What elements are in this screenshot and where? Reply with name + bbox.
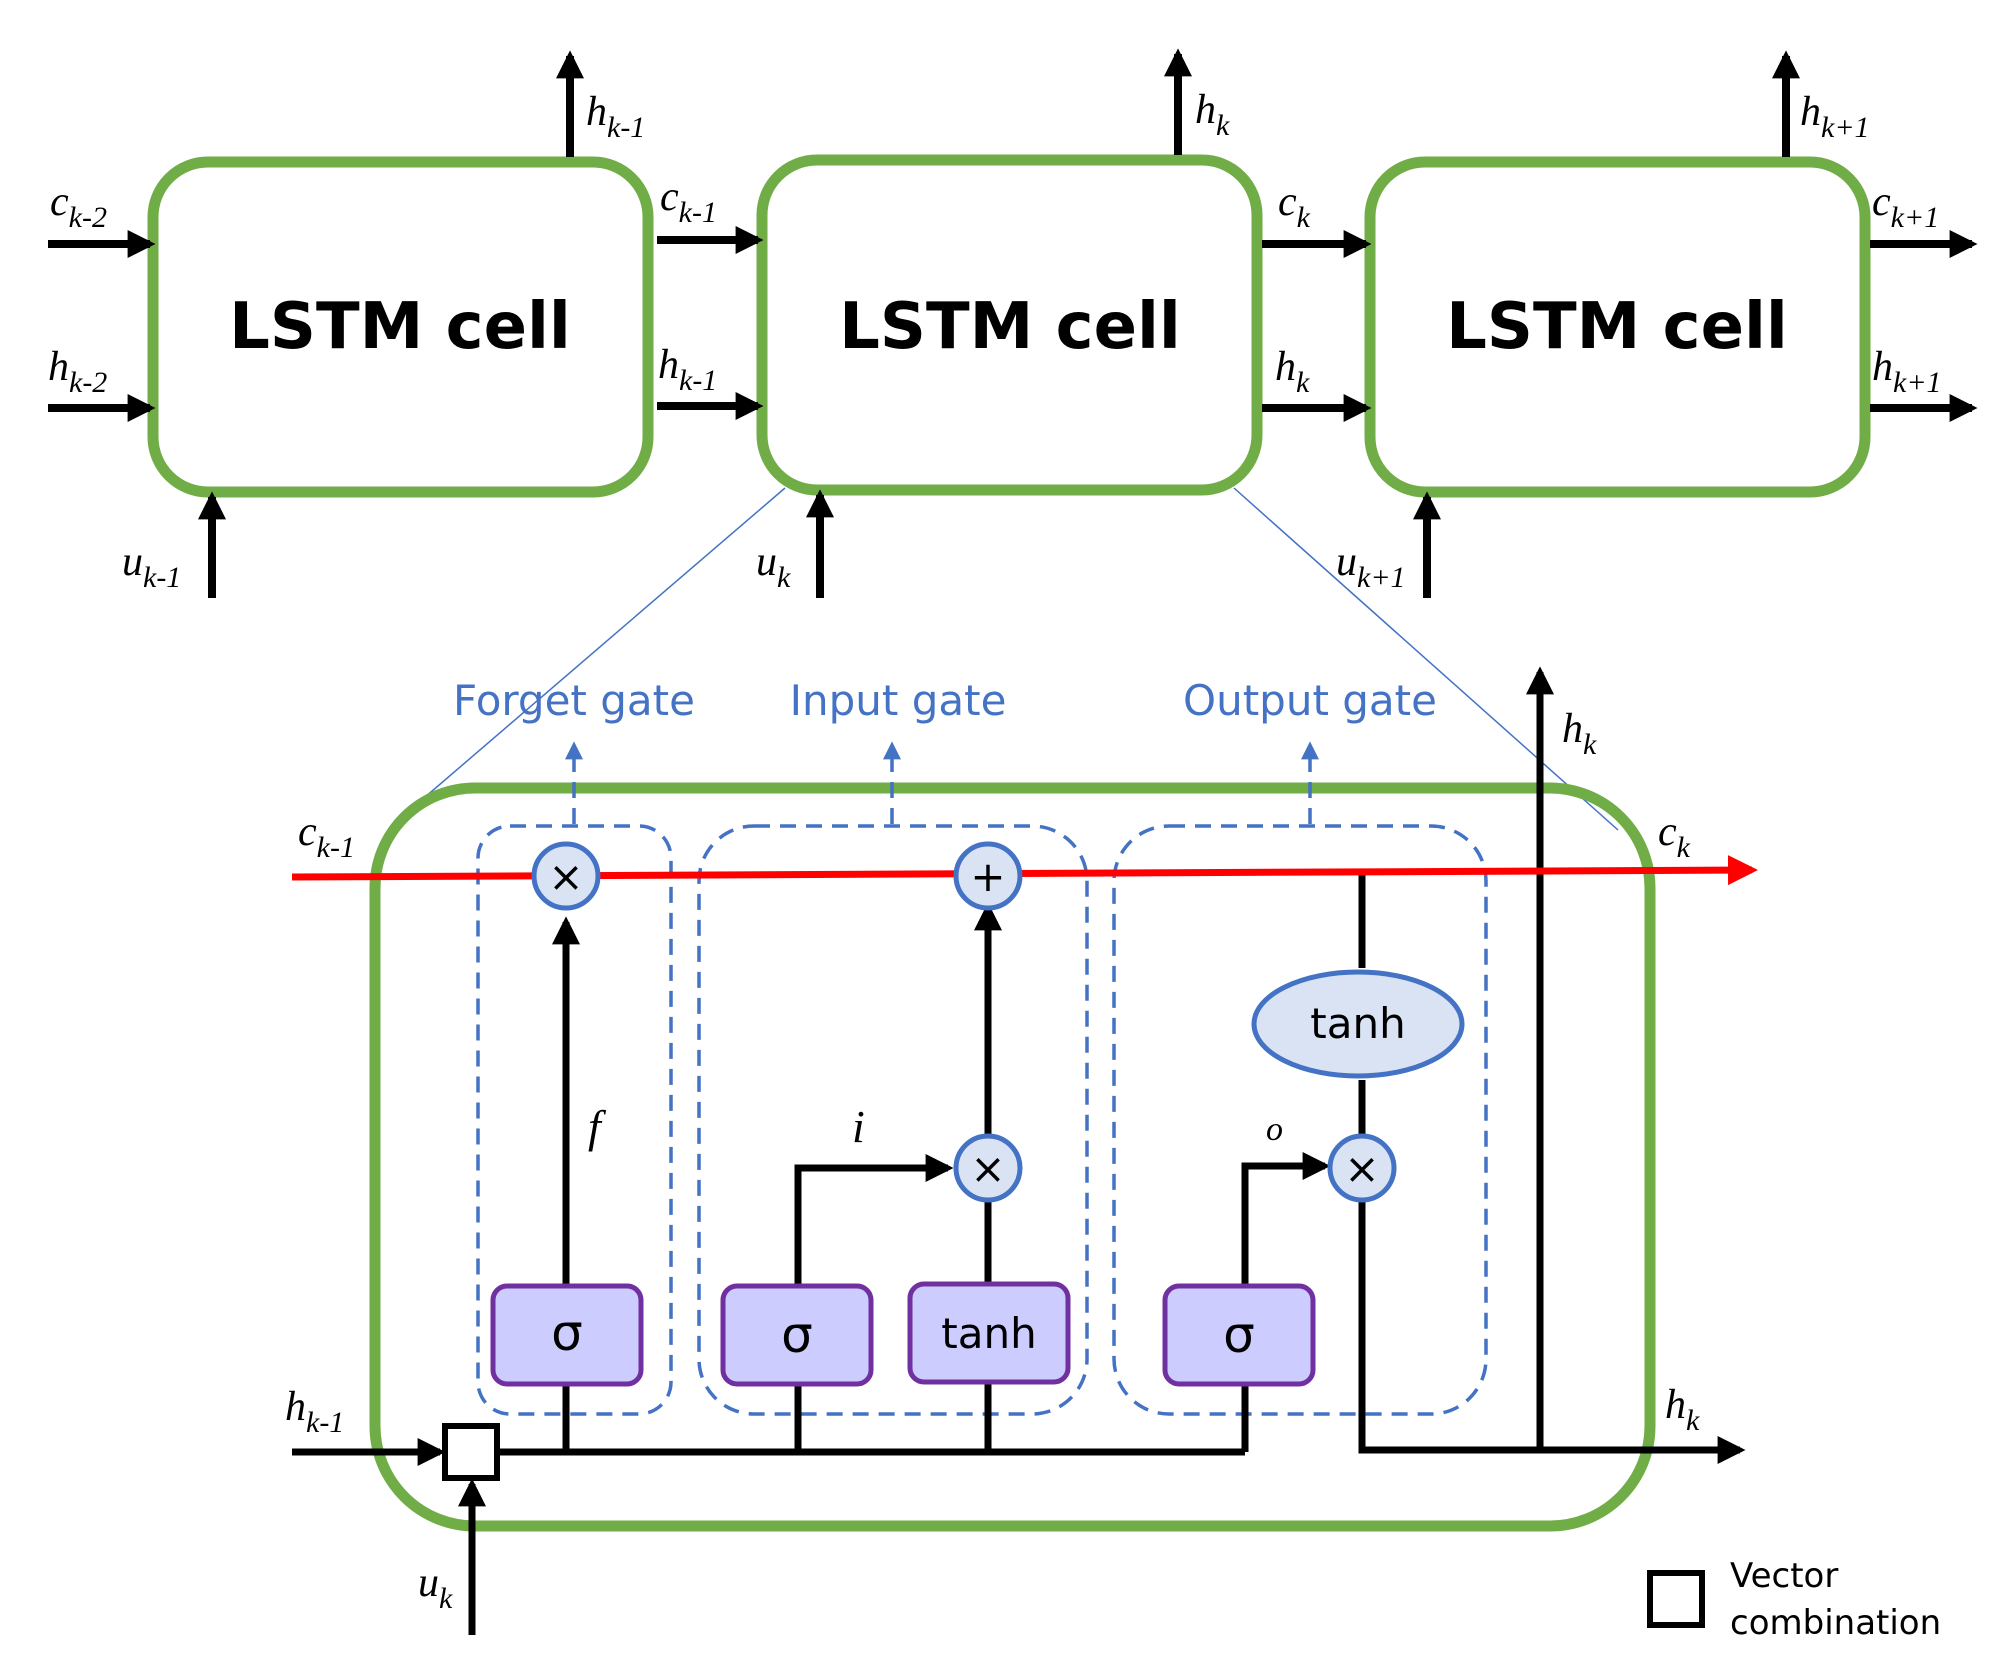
input-tanh-text: tanh: [941, 1309, 1036, 1358]
input-add-symbol: +: [970, 852, 1005, 901]
input-sigma-box: σ: [720, 1283, 874, 1387]
detail-label-c-out: ck: [1658, 809, 1691, 864]
lstm-cell-1: [147, 156, 654, 498]
output-gate-label: Output gate: [1183, 676, 1437, 725]
forget-gate-label: Forget gate: [453, 676, 695, 725]
forget-gate-region: [476, 824, 673, 1416]
input-gate-label: Input gate: [790, 676, 1007, 725]
input-multiply-op: ×: [953, 1133, 1023, 1203]
vector-combination-box: [442, 1423, 500, 1481]
output-gate-region: [1112, 824, 1488, 1416]
label-u-k-1: uk-1: [122, 539, 181, 594]
legend-vector-combination-icon: [1647, 1570, 1705, 1628]
detail-label-u-in: uk: [418, 1560, 453, 1615]
label-h-top-k: hk: [1195, 87, 1230, 142]
forget-sigma-text: σ: [551, 1304, 583, 1362]
input-add-op: +: [953, 841, 1023, 911]
label-h-k-2: hk-2: [48, 344, 107, 399]
legend: Vector combination: [1647, 1556, 1941, 1643]
detail-label-h-out: hk: [1665, 1382, 1700, 1437]
output-tanh-ellipse: tanh: [1251, 969, 1465, 1079]
output-sigma-box: σ: [1162, 1283, 1316, 1387]
lstm-cell-3: [1364, 156, 1871, 498]
input-gate-region: [697, 824, 1089, 1416]
label-h-top-k-1: hk-1: [586, 89, 645, 144]
detail-label-h-up: hk: [1562, 706, 1597, 761]
label-c-k-1: ck-1: [660, 174, 717, 229]
label-u-k+1: uk+1: [1336, 539, 1406, 594]
forget-multiply-op: ×: [531, 841, 601, 911]
output-o-arrow: [1241, 1152, 1331, 1288]
detail-cell-border: [369, 782, 1656, 1532]
label-h-k: hk: [1275, 344, 1310, 399]
forget-sigma-box: σ: [490, 1283, 644, 1387]
label-c-k: ck: [1278, 179, 1311, 234]
detail-label-c-in: ck-1: [298, 809, 355, 864]
zoom-line-right: [1233, 487, 1619, 831]
input-i-arrow: [794, 1154, 954, 1284]
output-multiply-op: ×: [1327, 1133, 1397, 1203]
lstm-chain: LSTM cell LSTM cell LSTM cell ck-2 hk-2 …: [48, 48, 1978, 598]
zoom-line-left: [409, 487, 786, 811]
lstm-cell-detail: Forget gate Input gate Output gate: [285, 666, 1758, 1635]
input-tanh-box: tanh: [907, 1281, 1071, 1385]
output-sigma-text: σ: [1223, 1306, 1255, 1364]
label-o: o: [1266, 1111, 1283, 1148]
label-f: f: [588, 1101, 607, 1152]
legend-line-2: combination: [1730, 1603, 1941, 1643]
lstm-cell-2: [756, 154, 1263, 496]
label-h-k+1: hk+1: [1872, 344, 1942, 399]
detail-label-h-in: hk-1: [285, 1384, 344, 1439]
label-h-k-1: hk-1: [658, 342, 717, 397]
label-i: i: [852, 1101, 865, 1152]
lstm-cell-1-title: LSTM cell: [229, 290, 571, 364]
output-multiply-symbol: ×: [1344, 1144, 1379, 1193]
label-c-k+1: ck+1: [1872, 179, 1939, 234]
input-multiply-symbol: ×: [970, 1144, 1005, 1193]
output-h-path: [1358, 1195, 1746, 1464]
output-tanh-text: tanh: [1310, 999, 1405, 1048]
lstm-cell-3-title: LSTM cell: [1446, 290, 1788, 364]
label-c-k-2: ck-2: [50, 179, 107, 234]
label-h-top-k+1: hk+1: [1800, 89, 1870, 144]
legend-line-1: Vector: [1730, 1556, 1838, 1596]
forget-multiply-symbol: ×: [548, 852, 583, 901]
input-sigma-text: σ: [781, 1306, 813, 1364]
lstm-cell-2-title: LSTM cell: [839, 290, 1181, 364]
label-u-k: uk: [756, 539, 791, 594]
